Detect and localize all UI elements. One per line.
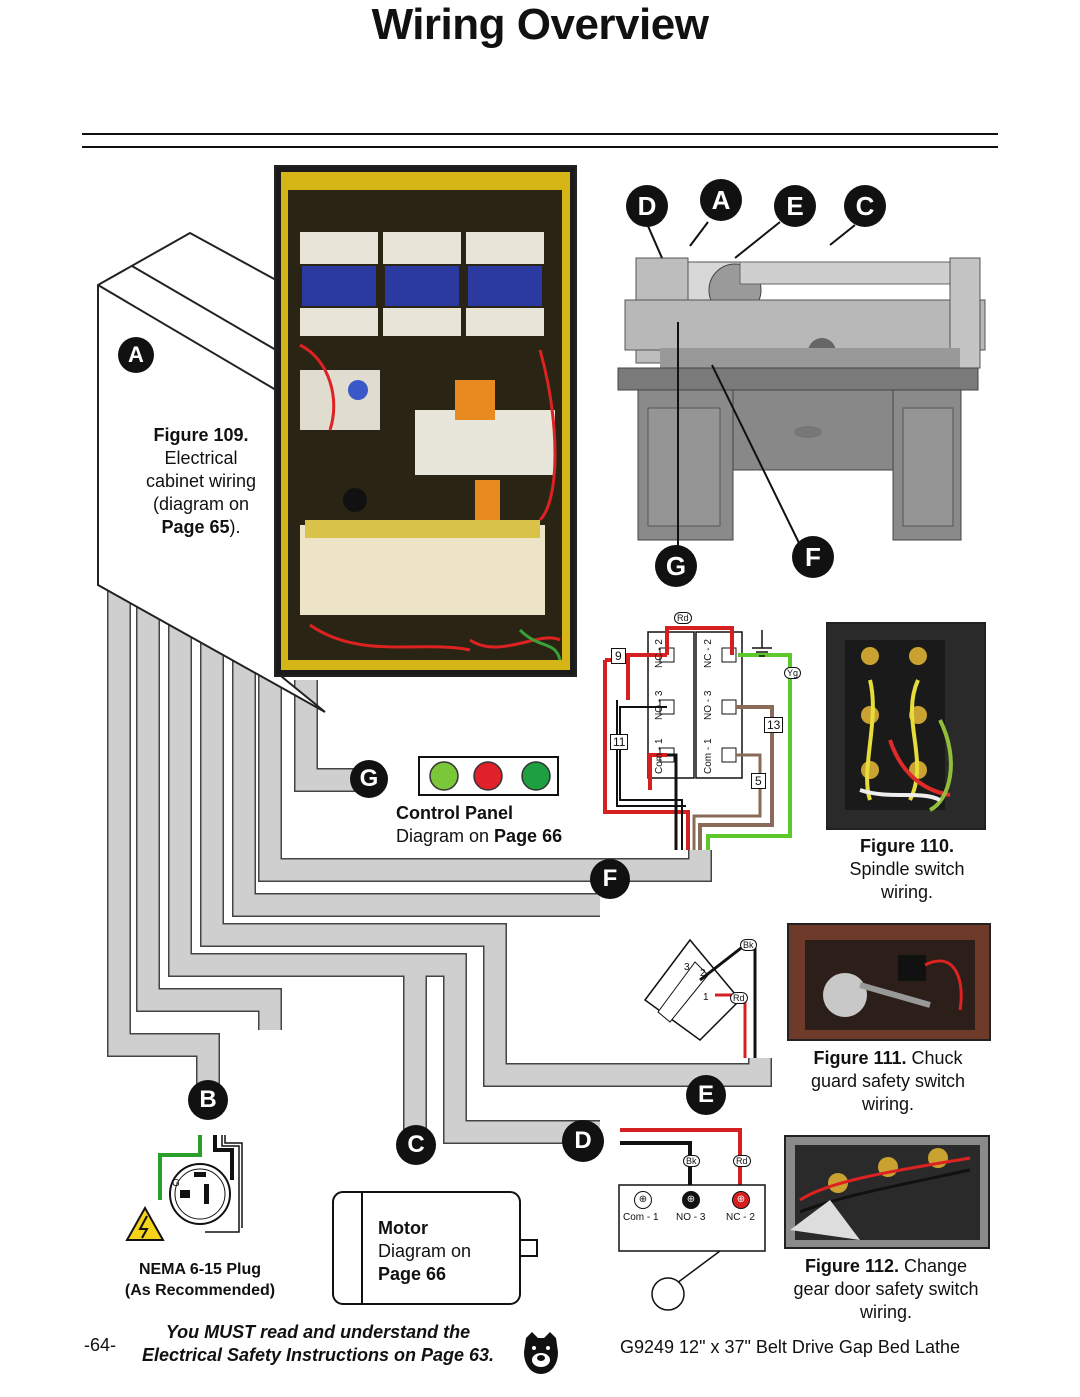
figure109-tail: ).: [229, 517, 241, 537]
callout-a-cabinet: A: [118, 337, 154, 373]
figure109-line3: (diagram on: [152, 494, 250, 514]
lathe-leader-lines: [647, 221, 856, 555]
figure111-caption: Figure 111. Chuck guard safety switch wi…: [788, 1047, 988, 1116]
callout-d-gear: D: [562, 1120, 604, 1162]
control-panel-ref: Diagram on Page 66: [396, 825, 562, 848]
control-panel-title: Control Panel: [396, 803, 514, 823]
figure112-photo: [784, 1135, 990, 1249]
plug-line1: NEMA 6-15 Plug: [138, 1261, 262, 1278]
figure109-line2: cabinet wiring: [145, 471, 257, 491]
spindle-tag-5: 5: [751, 773, 766, 789]
gear-tag-rd: Rd: [733, 1155, 751, 1167]
spindle-terminal-nc2-left: NC - 2: [654, 639, 665, 668]
page-number: -64-: [84, 1335, 117, 1355]
figure112-label: Figure 112.: [804, 1256, 899, 1276]
spindle-terminal-no3-right: NO - 3: [703, 690, 714, 720]
title-rule-top: [82, 133, 998, 135]
page-title: Wiring Overview: [371, 0, 709, 49]
chuck-contact-3: 3: [684, 962, 690, 973]
callout-d-top: D: [626, 185, 668, 227]
figure109-page-ref: Page 65: [161, 517, 230, 537]
nema-plug-drawing: [125, 1135, 243, 1241]
spindle-terminal-no3-left: NO - 3: [654, 690, 665, 720]
footer-warning-line2: Electrical Safety Instructions on Page 6…: [141, 1345, 495, 1365]
control-panel-text: Diagram on: [396, 826, 495, 846]
chuck-contact-1: 1: [703, 992, 709, 1003]
spindle-tag-13: 13: [764, 717, 784, 733]
control-panel-box: [418, 756, 559, 796]
figure112-line2: gear door safety switch: [793, 1279, 979, 1299]
gear-terminal-screw-1: ⊕: [634, 1191, 652, 1209]
plug-caption: NEMA 6-15 Plug (As Recommended): [100, 1259, 300, 1301]
callout-f-switch: F: [590, 859, 630, 899]
grizzly-bear-logo: [524, 1332, 558, 1374]
figure112-caption: Figure 112. Change gear door safety swit…: [776, 1255, 996, 1324]
gear-terminal-screw-3: ⊕: [682, 1191, 700, 1209]
gear-terminal-com1: Com - 1: [623, 1212, 659, 1223]
figure109-label: Figure 109.: [153, 425, 249, 445]
callout-c-top: C: [844, 185, 886, 227]
figure109-line1: Electrical: [164, 448, 238, 468]
figure110-photo: [826, 622, 986, 830]
plug-ground-mark: G: [172, 1178, 180, 1189]
callout-g-panel: G: [350, 760, 388, 798]
chuck-tag-rd: Rd: [730, 992, 748, 1004]
figure111-text1: Chuck: [906, 1048, 963, 1068]
callout-b-plug: B: [188, 1080, 228, 1120]
gear-tag-bk: Bk: [683, 1155, 700, 1167]
figure111-line3: wiring.: [861, 1094, 914, 1114]
gear-terminal-nc2: NC - 2: [726, 1212, 755, 1223]
spindle-tag-9: 9: [611, 648, 626, 664]
callout-e-switch: E: [686, 1075, 726, 1115]
gear-terminal-screw-2: ⊕: [732, 1191, 750, 1209]
gear-terminal-no3: NO - 3: [676, 1212, 706, 1223]
figure110-caption: Figure 110. Spindle switch wiring.: [826, 835, 988, 904]
plug-line2: (As Recommended): [124, 1282, 276, 1299]
spindle-terminal-nc2-right: NC - 2: [703, 639, 714, 668]
callout-e-top: E: [774, 185, 816, 227]
footer-warning-line1: You MUST read and understand the: [165, 1322, 471, 1342]
figure110-line1: Spindle switch: [849, 859, 965, 879]
callout-f-lathe: F: [792, 536, 834, 578]
spindle-terminal-com1-right: Com - 1: [703, 738, 714, 774]
motor-title: Motor: [378, 1218, 428, 1238]
callout-c-motor: C: [396, 1125, 436, 1165]
figure109-caption: Figure 109. Electrical cabinet wiring (d…: [130, 424, 272, 539]
cabinet-photo: [274, 165, 577, 677]
title-rule-bottom: [82, 146, 998, 148]
motor-drawing: [332, 1191, 538, 1305]
figure112-line3: wiring.: [859, 1302, 912, 1322]
control-panel-page-ref: Page 66: [494, 826, 563, 846]
motor-page-ref: Page 66: [378, 1264, 447, 1284]
figure111-photo: [787, 923, 991, 1041]
spindle-tag-rd: Rd: [674, 612, 692, 624]
footer-model: G9249 12" x 37" Belt Drive Gap Bed Lathe: [620, 1337, 960, 1357]
figure112-text1: Change: [898, 1256, 968, 1276]
motor-line1: Diagram on: [378, 1241, 472, 1261]
lathe-photo: [614, 245, 991, 595]
figure110-line2: wiring.: [880, 882, 933, 902]
figure111-label: Figure 111.: [813, 1048, 907, 1068]
spindle-switch-diagram: [603, 626, 792, 850]
figure110-label: Figure 110.: [859, 836, 955, 856]
footer-warning: You MUST read and understand the Electri…: [118, 1321, 518, 1367]
figure111-line2: guard safety switch: [810, 1071, 966, 1091]
spindle-tag-11: 11: [610, 734, 629, 750]
chuck-contact-2: 2: [700, 968, 706, 979]
conduits: [107, 590, 772, 1144]
spindle-terminal-com1-left: Com - 1: [654, 738, 665, 774]
callout-a-top: A: [700, 179, 742, 221]
chuck-tag-bk: Bk: [740, 939, 757, 951]
spindle-tag-yg: Yg: [784, 667, 802, 679]
chuck-switch-diagram: [643, 938, 757, 1058]
callout-g-lathe: G: [655, 545, 697, 587]
